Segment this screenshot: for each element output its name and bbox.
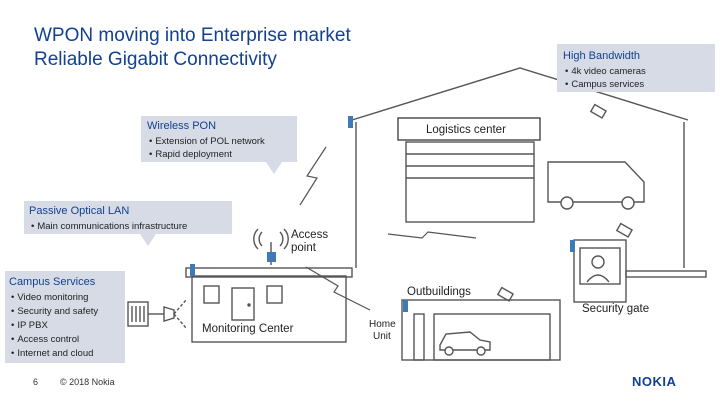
wireless-link-3	[305, 266, 371, 311]
ont-marker-monitoring	[190, 264, 195, 276]
gate-barrier	[625, 270, 707, 278]
list-item: Security and safety	[17, 305, 125, 319]
monitoring-center-building	[191, 275, 347, 343]
home-unit-label-line-2: Unit	[373, 331, 391, 342]
truck-icon	[547, 161, 645, 203]
list-item: 4k video cameras	[571, 65, 715, 78]
camera-icon-outbuilding	[496, 286, 515, 302]
ont-marker-access-point	[267, 252, 276, 262]
title-line-2: Reliable Gigabit Connectivity	[34, 49, 277, 70]
wireless-link-2	[387, 231, 477, 239]
security-gate-label: Security gate	[582, 303, 650, 315]
logistics-center-label: Logistics center	[426, 124, 506, 136]
list-item: Internet and cloud	[17, 347, 125, 361]
callout-heading: Passive Optical LAN	[29, 205, 130, 217]
home-unit-label: Home Unit	[369, 319, 396, 343]
ont-marker-outbuilding	[403, 300, 408, 312]
list-item: Main communications infrastructure	[37, 220, 232, 233]
callout-heading: Campus Services	[9, 276, 96, 288]
security-gate-booth	[573, 239, 627, 303]
copyright: © 2018 Nokia	[60, 377, 115, 387]
list-item: Rapid deployment	[155, 148, 297, 161]
ont-marker-gate	[570, 240, 575, 252]
home-unit-label-line-1: Home	[369, 319, 396, 330]
olt-icon	[127, 301, 149, 327]
splitter-icon	[163, 306, 175, 322]
access-point-label: Access point	[291, 229, 328, 255]
list-item: Access control	[17, 333, 125, 347]
outbuildings-label: Outbuildings	[407, 286, 471, 298]
callout-heading: High Bandwidth	[563, 50, 641, 62]
slide-title: WPON moving into Enterprise market Relia…	[34, 24, 351, 72]
callout-passive-lan: Passive Optical LAN Main communications …	[24, 201, 232, 234]
list-item: Extension of POL network	[155, 135, 297, 148]
callout-campus-services: Campus Services Video monitoring Securit…	[5, 271, 125, 363]
garage	[433, 313, 551, 361]
access-point-label-line-1: Access	[291, 229, 329, 241]
callout-pointer-passive	[140, 234, 156, 246]
list-item: Campus services	[571, 78, 715, 91]
ont-marker-warehouse	[348, 116, 353, 128]
logistics-label-box	[397, 117, 541, 141]
callout-pointer-wireless	[266, 162, 282, 174]
warehouse-roof	[351, 67, 689, 121]
callout-high-bandwidth: High Bandwidth 4k video cameras Campus s…	[557, 44, 715, 92]
camera-icon-warehouse	[589, 103, 608, 119]
callout-heading: Wireless PON	[147, 120, 217, 132]
nokia-logo: NOKIA	[632, 374, 677, 389]
camera-icon-gate	[615, 222, 634, 238]
access-point-label-line-2: point	[291, 242, 316, 254]
outbuildings-label-box	[401, 283, 487, 299]
monitoring-center-label: Monitoring Center	[202, 323, 294, 335]
monitoring-roof	[185, 267, 353, 278]
warehouse-door	[405, 141, 535, 223]
title-line-1: WPON moving into Enterprise market	[34, 25, 351, 46]
monitoring-door	[231, 287, 255, 321]
callout-wireless-pon: Wireless PON Extension of POL network Ra…	[141, 116, 297, 162]
page-number: 6	[33, 377, 39, 387]
list-item: IP PBX	[17, 319, 125, 333]
list-item: Video monitoring	[17, 291, 125, 305]
wireless-link-1	[299, 146, 327, 206]
